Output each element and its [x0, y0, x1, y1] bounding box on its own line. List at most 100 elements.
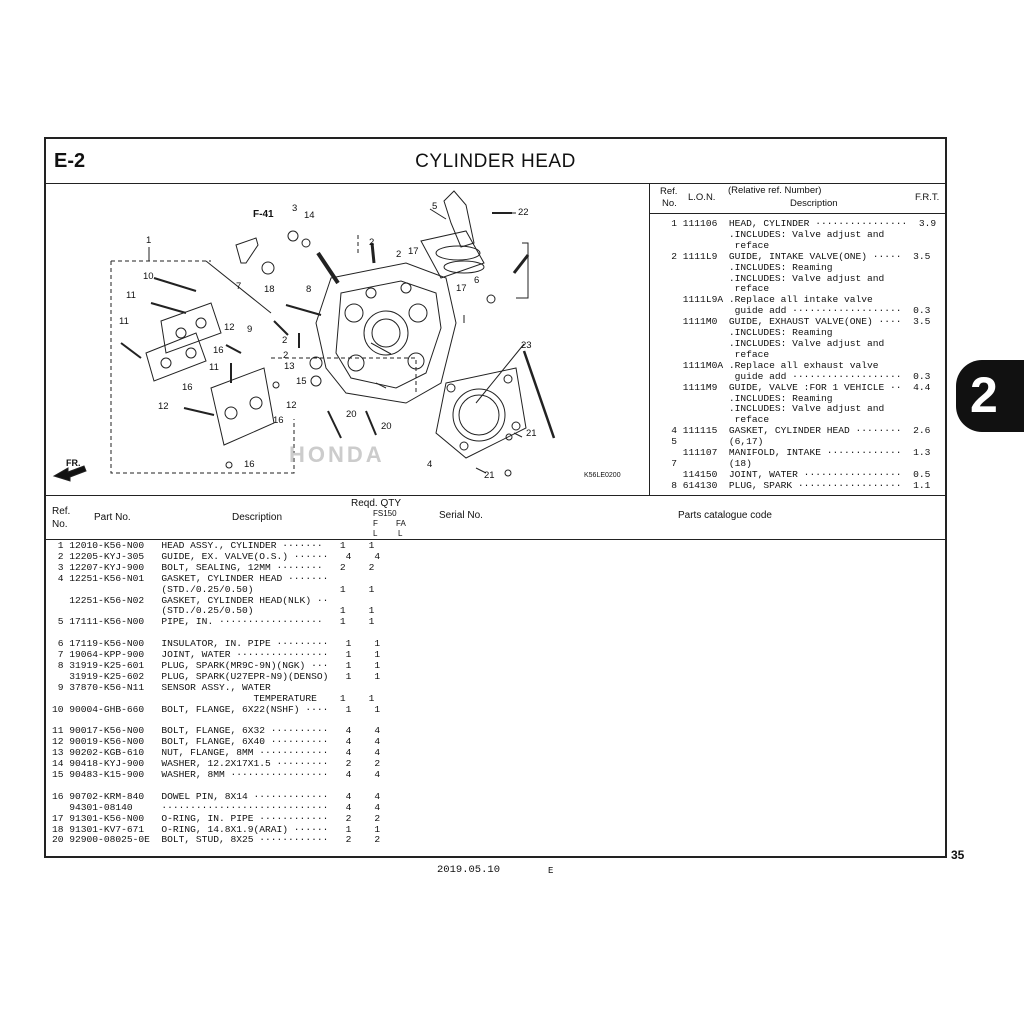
callout-number: 17	[408, 246, 419, 257]
part-row: 4 12251-K56-N01 GASKET, CYLINDER HEAD ··…	[52, 572, 329, 584]
callout-number: 1	[146, 235, 151, 246]
cylinder-head-gasket	[435, 367, 527, 459]
page-number: 35	[951, 848, 965, 862]
edition-mark: E	[548, 866, 554, 876]
part-row: 7 19064-KPP-900 JOINT, WATER ···········…	[52, 649, 381, 661]
reference-row: 1111M0 GUIDE, EXHAUST VALVE(ONE) ···· 3.…	[654, 316, 931, 328]
part-no-header: Part No.	[94, 512, 131, 523]
group-bracket-left	[110, 261, 295, 474]
callout-number: 20	[346, 409, 357, 420]
reference-row: reface	[654, 348, 770, 360]
reference-row: 5 (6,17)	[654, 436, 764, 448]
reference-row: 7 (18)	[654, 457, 752, 469]
reference-table-header: Ref. No. L.O.N. (Relative ref. Number) D…	[650, 183, 947, 214]
description-header: Description	[232, 512, 283, 523]
callout-number: 22	[518, 207, 529, 218]
callout-number: 2	[369, 237, 374, 248]
part-row: 11 90017-K56-N00 BOLT, FLANGE, 6X32 ····…	[52, 725, 381, 737]
ref-no-header-1: Ref.	[660, 186, 678, 197]
reference-row: .INCLUDES: Reaming	[654, 327, 833, 339]
catalogue-header: Parts catalogue code	[678, 510, 772, 521]
callout-number: 20	[381, 421, 392, 432]
part-row: 94301-08140 ····························…	[52, 801, 381, 813]
part-row: (STD./0.25/0.50) 1 1	[52, 605, 375, 617]
callout-number: 11	[126, 290, 136, 301]
part-row: 3 12207-KYJ-900 BOLT, SEALING, 12MM ····…	[52, 561, 375, 573]
part-row: 18 91301-KV7-671 O-RING, 14.8X1.9(ARAI) …	[52, 823, 381, 835]
chapter-tab[interactable]: 2	[956, 360, 1024, 432]
reference-table: Ref. No. L.O.N. (Relative ref. Number) D…	[650, 183, 947, 495]
front-direction-arrow	[52, 465, 87, 482]
part-row: 20 92900-08025-0E BOLT, STUD, 8X25 ·····…	[52, 834, 381, 846]
callout-number: 13	[284, 361, 295, 372]
relative-ref-header: (Relative ref. Number)	[728, 185, 822, 196]
reference-row: reface	[654, 414, 770, 426]
parts-table-rows: 1 12010-K56-N00 HEAD ASSY., CYLINDER ···…	[52, 540, 381, 846]
catalogue-page-frame: E-2 CYLINDER HEAD	[44, 137, 947, 858]
callout-number: 18	[264, 284, 275, 295]
chapter-number: 2	[970, 367, 998, 423]
callout-number: 11	[209, 362, 219, 373]
water-joint-small	[235, 237, 259, 264]
callout-number: 2	[283, 350, 288, 361]
callout-number: 16	[182, 382, 193, 393]
publication-date: 2019.05.10	[437, 864, 501, 876]
reference-row: 114150 JOINT, WATER ················· 0.…	[654, 468, 931, 480]
callout-number: 8	[306, 284, 311, 295]
reference-row: 111107 MANIFOLD, INTAKE ············· 1.…	[654, 447, 931, 459]
part-row: 1 12010-K56-N00 HEAD ASSY., CYLINDER ···…	[52, 540, 375, 551]
callout-number: 2	[282, 335, 287, 346]
part-row: 5 17111-K56-N00 PIPE, IN. ··············…	[52, 616, 375, 628]
part-row: 8 31919-K25-601 PLUG, SPARK(MR9C-9N)(NGK…	[52, 659, 381, 671]
water-temperature-sensor	[512, 254, 530, 274]
direction-label: FR.	[66, 458, 81, 468]
section-code: E-2	[54, 150, 86, 172]
honda-watermark: HONDA	[289, 442, 385, 467]
part-row: 17 91301-K56-N00 O-RING, IN. PIPE ······…	[52, 812, 381, 824]
qty-header: Reqd. QTY	[351, 498, 402, 509]
reference-row: reface	[654, 283, 770, 295]
reference-row: .INCLUDES: Reaming	[654, 261, 833, 273]
section-divider	[46, 495, 945, 496]
part-row: TEMPERATURE 1 1	[52, 692, 375, 704]
group-bracket-center	[271, 357, 417, 393]
cam-holder-upper	[160, 302, 222, 354]
callout-number: 10	[143, 271, 154, 282]
reference-row: 8 614130 PLUG, SPARK ·················· …	[654, 479, 931, 491]
figure-code: K56LE0200	[584, 472, 621, 479]
callout-number: 23	[521, 340, 532, 351]
ref-header-2: No.	[52, 519, 68, 530]
callout-number: 4	[427, 459, 432, 470]
ref-no-header-2: No.	[662, 198, 677, 209]
callout-number: 21	[526, 428, 537, 439]
reference-row: guide add ··················· 0.3	[654, 305, 931, 317]
reference-row: 1111L9A .Replace all intake valve	[654, 294, 873, 306]
callout-number: 2	[396, 249, 401, 260]
callout-number: 15	[296, 376, 307, 387]
reference-row: .INCLUDES: Valve adjust and	[654, 228, 885, 240]
reference-row: .INCLUDES: Valve adjust and	[654, 403, 885, 415]
callout-number: 16	[244, 459, 255, 470]
part-row: 12251-K56-N02 GASKET, CYLINDER HEAD(NLK)…	[52, 594, 329, 606]
serial-header: Serial No.	[439, 510, 483, 521]
reference-row: .INCLUDES: Valve adjust and	[654, 272, 885, 284]
reference-row: reface	[654, 239, 770, 251]
callout-number: 3	[292, 203, 297, 214]
callout-number: 21	[484, 470, 495, 481]
callout-number: 7	[236, 281, 241, 292]
reference-row: .INCLUDES: Reaming	[654, 392, 833, 404]
page-title: CYLINDER HEAD	[415, 151, 576, 172]
part-row: 15 90483-K15-900 WASHER, 8MM ···········…	[52, 769, 381, 781]
exploded-view-drawing: HONDA F-41 FR. 1222234567891011111112121…	[52, 190, 556, 482]
reference-row: guide add ··················· 0.3	[654, 370, 931, 382]
intake-pipe	[420, 230, 485, 279]
reference-row: 1111M9 GUIDE, VALVE :FOR 1 VEHICLE ·· 4.…	[654, 381, 931, 393]
reference-row: 1111M0A .Replace all exhaust valve	[654, 359, 879, 371]
callout-number: 16	[273, 415, 284, 426]
part-row: 6 17119-K56-N00 INSULATOR, IN. PIPE ····…	[52, 638, 381, 650]
col-l-header-2: L	[398, 529, 403, 538]
callout-number: 12	[158, 401, 169, 412]
callout-number: 17	[456, 283, 467, 294]
callout-number: 12	[224, 322, 235, 333]
